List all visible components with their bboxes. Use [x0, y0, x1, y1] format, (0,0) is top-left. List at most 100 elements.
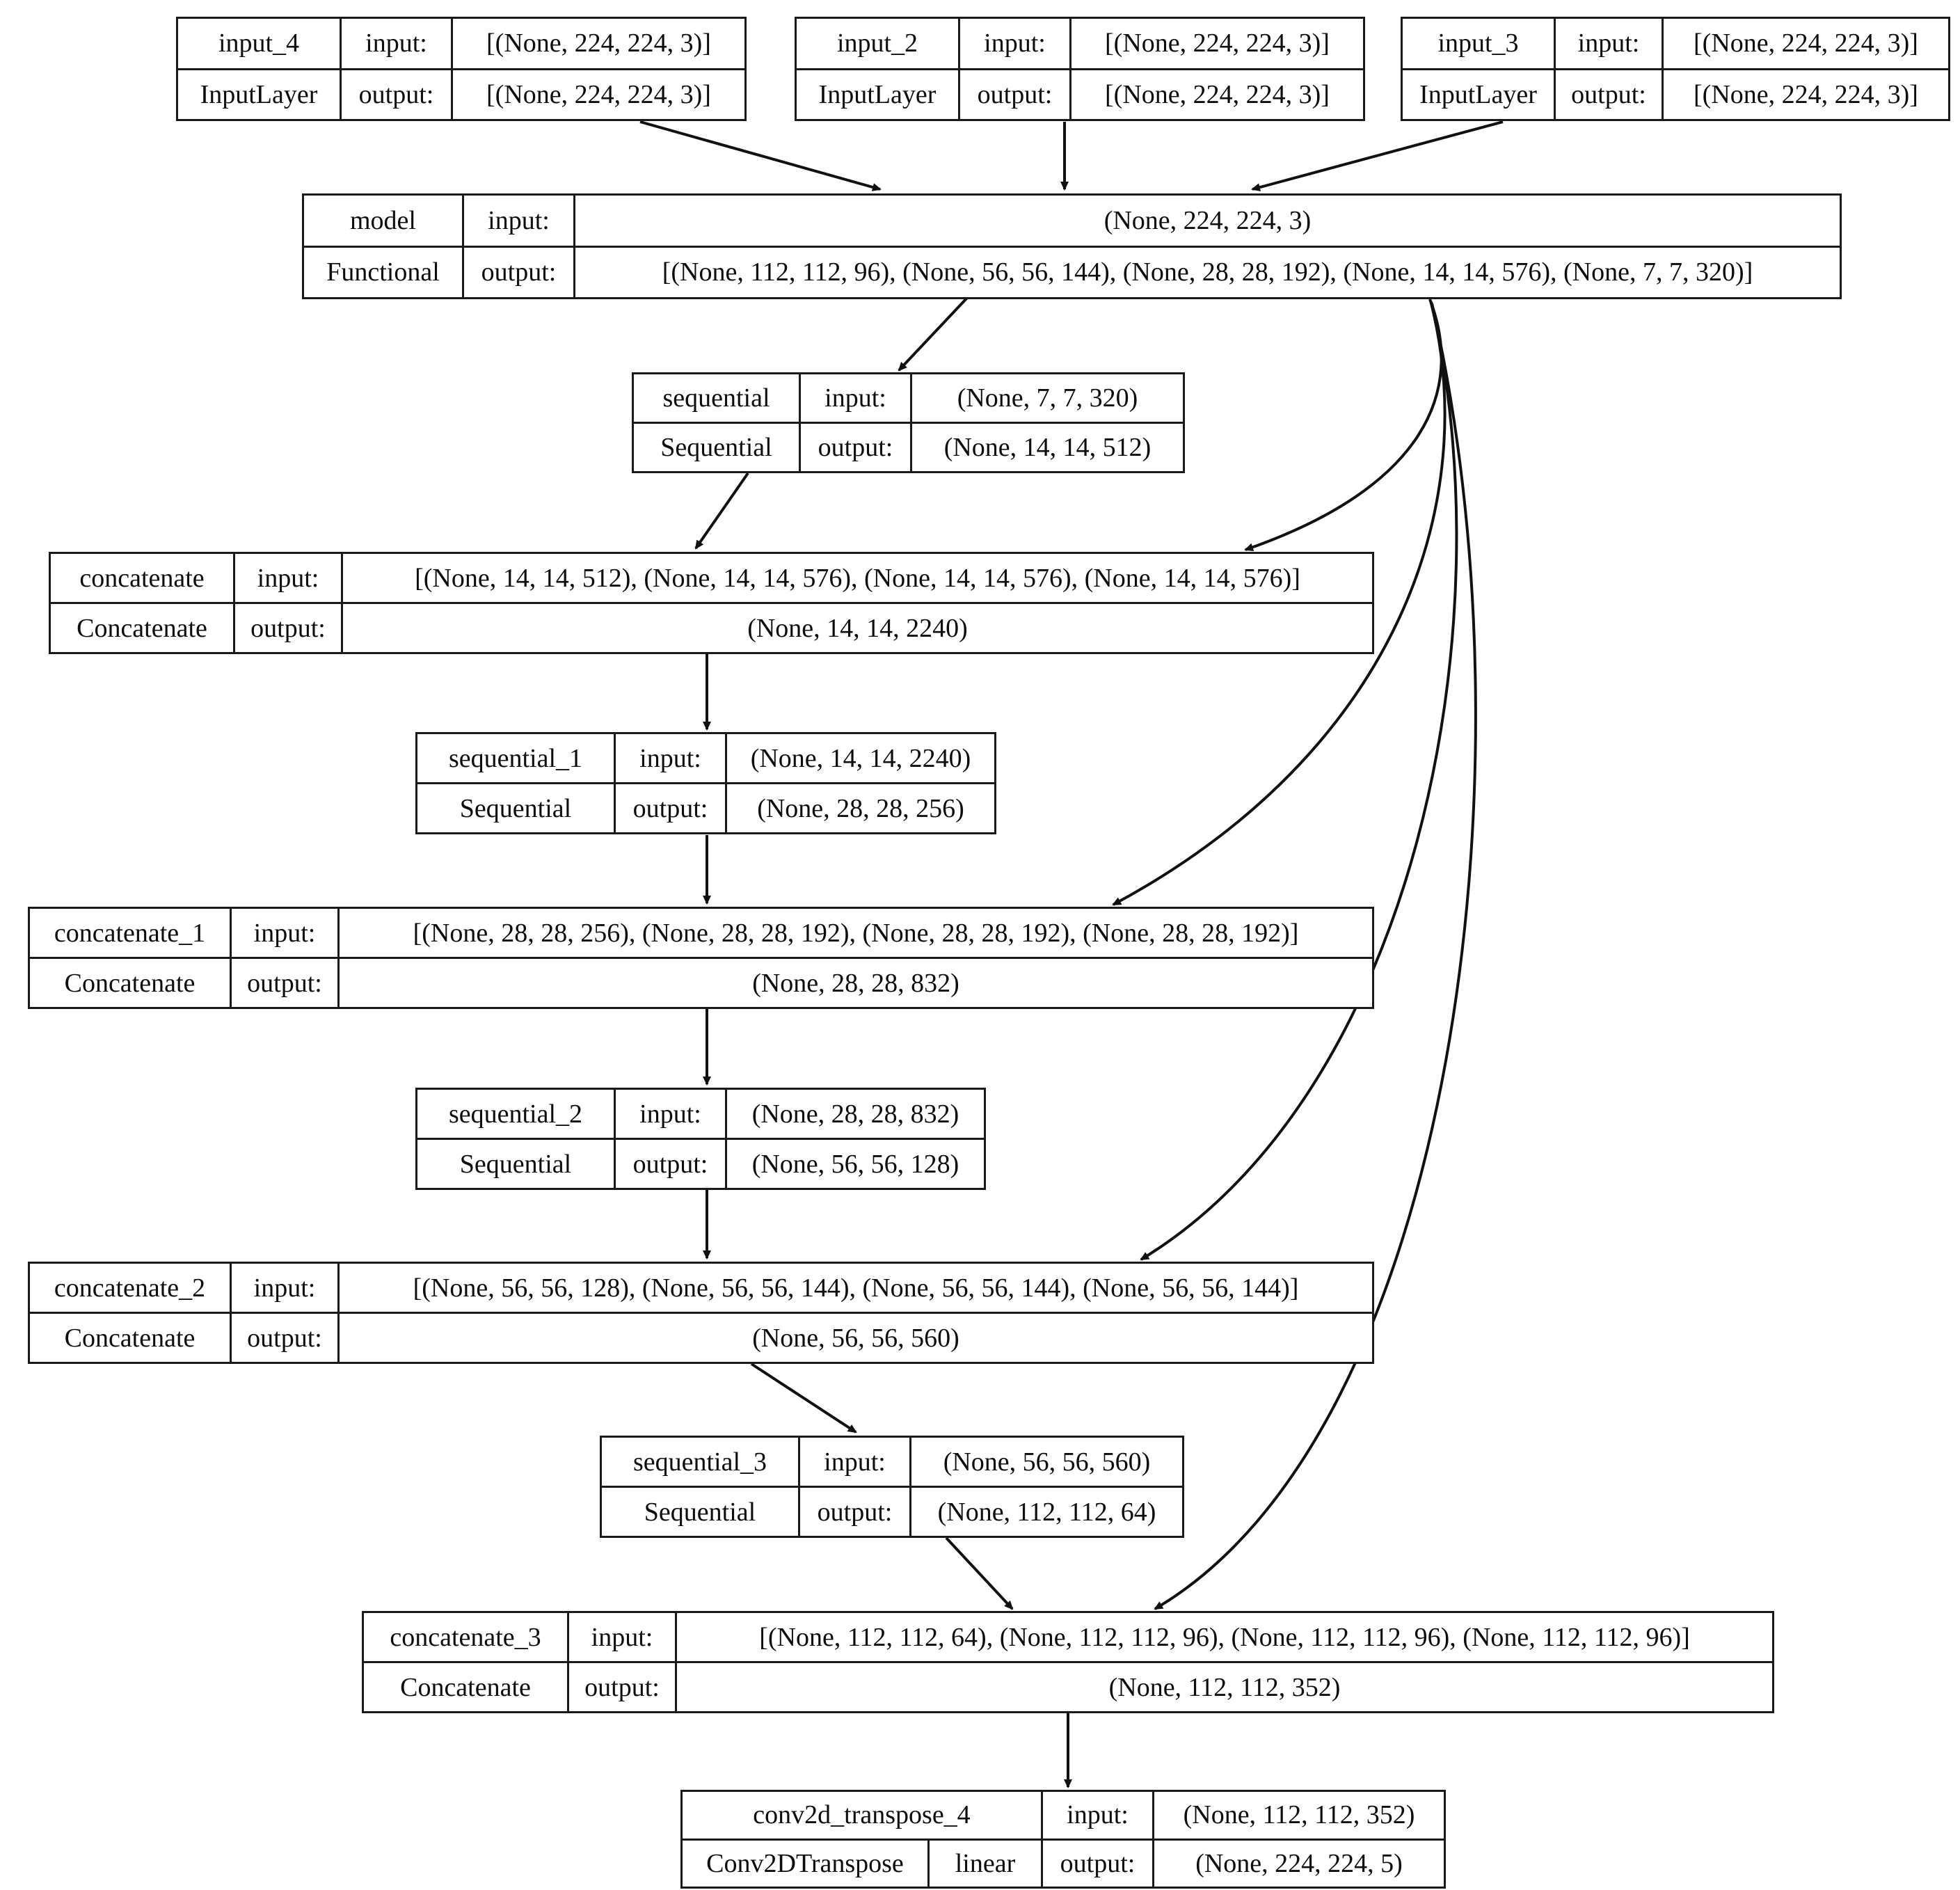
node-row-output: InputLayer output: [(None, 224, 224, 3)]: [1403, 70, 1948, 119]
layer-name: concatenate: [51, 554, 235, 602]
layer-name: input_4: [178, 19, 342, 68]
input-label: input:: [1556, 19, 1664, 68]
node-row-output: Sequential output: (None, 14, 14, 512): [634, 424, 1183, 471]
input-label: input:: [232, 1264, 340, 1312]
output-label: output:: [235, 604, 343, 652]
output-shape: (None, 28, 28, 832): [752, 968, 959, 998]
output-shape: [(None, 112, 112, 96), (None, 56, 56, 14…: [662, 257, 1753, 287]
output-label: output:: [801, 424, 912, 471]
output-label: output:: [616, 1140, 727, 1188]
output-label: output:: [464, 247, 575, 297]
node-input_2[interactable]: input_2 input: [(None, 224, 224, 3)] Inp…: [795, 17, 1365, 121]
layer-class: Sequential: [634, 424, 801, 471]
node-row-output: Conv2DTranspose linear output: (None, 22…: [683, 1840, 1444, 1887]
node-sequential_3[interactable]: sequential_3 input: (None, 56, 56, 560) …: [600, 1436, 1184, 1538]
node-row-output: Sequential output: (None, 28, 28, 256): [417, 784, 994, 832]
layer-name: conv2d_transpose_4: [683, 1792, 1043, 1839]
edge-sequential3-concat3: [945, 1536, 1014, 1610]
output-shape: [(None, 224, 224, 3)]: [486, 79, 711, 109]
node-row-output: Concatenate output: (None, 56, 56, 560): [30, 1314, 1372, 1362]
input-shape: (None, 112, 112, 352): [1183, 1800, 1415, 1830]
output-label: output:: [1043, 1840, 1154, 1887]
output-shape: (None, 56, 56, 560): [752, 1323, 959, 1353]
output-label: output:: [800, 1488, 911, 1536]
edge-sequential-concat: [694, 472, 749, 550]
input-shape: (None, 14, 14, 2240): [750, 743, 971, 773]
layer-class: Concatenate: [30, 959, 232, 1007]
input-shape: (None, 7, 7, 320): [957, 383, 1138, 413]
edge-concat2-sequential3: [750, 1363, 857, 1434]
layer-name: sequential_1: [417, 734, 616, 782]
layer-class: Functional: [304, 247, 464, 297]
layer-name: model: [304, 196, 464, 246]
layer-class: Concatenate: [51, 604, 235, 652]
node-row-input: concatenate_1 input: [(None, 28, 28, 256…: [30, 909, 1372, 959]
output-shape: [(None, 224, 224, 3)]: [1694, 79, 1918, 109]
input-shape: (None, 56, 56, 560): [943, 1447, 1151, 1477]
layer-class: Sequential: [417, 784, 616, 832]
input-shape: [(None, 112, 112, 64), (None, 112, 112, …: [759, 1622, 1690, 1652]
output-shape: (None, 28, 28, 256): [757, 793, 964, 823]
output-shape: (None, 14, 14, 512): [943, 433, 1152, 462]
layer-name: sequential: [634, 374, 801, 422]
node-row-input: model input: (None, 224, 224, 3): [304, 196, 1840, 248]
node-conv2d_transpose_4[interactable]: conv2d_transpose_4 input: (None, 112, 11…: [680, 1790, 1446, 1889]
input-label: input:: [232, 909, 340, 957]
input-label: input:: [569, 1613, 677, 1661]
input-label: input:: [464, 196, 575, 246]
node-row-input: sequential_1 input: (None, 14, 14, 2240): [417, 734, 994, 784]
layer-class: InputLayer: [797, 70, 960, 119]
node-row-output: InputLayer output: [(None, 224, 224, 3)]: [797, 70, 1363, 119]
output-label: output:: [232, 959, 340, 1007]
layer-class: Sequential: [602, 1488, 800, 1536]
node-row-input: concatenate_2 input: [(None, 56, 56, 128…: [30, 1264, 1372, 1314]
node-input_4[interactable]: input_4 input: [(None, 224, 224, 3)] Inp…: [176, 17, 747, 121]
node-concatenate_1[interactable]: concatenate_1 input: [(None, 28, 28, 256…: [28, 907, 1374, 1009]
node-row-input: input_2 input: [(None, 224, 224, 3)]: [797, 19, 1363, 70]
edge-model-concat-skip: [1244, 299, 1443, 552]
input-shape: [(None, 14, 14, 512), (None, 14, 14, 576…: [415, 563, 1300, 593]
node-sequential[interactable]: sequential input: (None, 7, 7, 320) Sequ…: [632, 372, 1185, 473]
node-row-input: concatenate input: [(None, 14, 14, 512),…: [51, 554, 1372, 604]
activation-label: linear: [930, 1840, 1043, 1887]
node-sequential_1[interactable]: sequential_1 input: (None, 14, 14, 2240)…: [415, 732, 996, 834]
node-row-input: concatenate_3 input: [(None, 112, 112, 6…: [364, 1613, 1772, 1663]
layer-name: concatenate_2: [30, 1264, 232, 1312]
output-label: output:: [616, 784, 727, 832]
input-shape: [(None, 224, 224, 3)]: [1694, 29, 1918, 58]
layer-class: Concatenate: [364, 1663, 569, 1711]
layer-class: Conv2DTranspose: [683, 1840, 930, 1887]
node-row-output: InputLayer output: [(None, 224, 224, 3)]: [178, 70, 744, 119]
node-row-output: Sequential output: (None, 56, 56, 128): [417, 1140, 984, 1188]
input-shape: [(None, 28, 28, 256), (None, 28, 28, 192…: [413, 918, 1299, 948]
node-concatenate_2[interactable]: concatenate_2 input: [(None, 56, 56, 128…: [28, 1262, 1374, 1364]
output-label: output:: [1556, 70, 1664, 119]
output-shape: (None, 14, 14, 2240): [747, 613, 968, 643]
node-row-output: Concatenate output: (None, 28, 28, 832): [30, 959, 1372, 1007]
node-input_3[interactable]: input_3 input: [(None, 224, 224, 3)] Inp…: [1401, 17, 1950, 121]
node-sequential_2[interactable]: sequential_2 input: (None, 28, 28, 832) …: [415, 1088, 986, 1190]
input-shape: (None, 224, 224, 3): [1104, 205, 1312, 235]
layer-name: sequential_2: [417, 1090, 616, 1138]
input-label: input:: [1043, 1792, 1154, 1839]
output-shape: (None, 224, 224, 5): [1195, 1848, 1403, 1878]
node-row-input: sequential_2 input: (None, 28, 28, 832): [417, 1090, 984, 1140]
layer-class: Sequential: [417, 1140, 616, 1188]
input-shape: [(None, 224, 224, 3)]: [486, 29, 711, 58]
layer-name: input_2: [797, 19, 960, 68]
output-shape: [(None, 224, 224, 3)]: [1105, 79, 1330, 109]
layer-class: Concatenate: [30, 1314, 232, 1362]
node-row-input: sequential input: (None, 7, 7, 320): [634, 374, 1183, 424]
output-shape: (None, 56, 56, 128): [751, 1149, 959, 1179]
node-concatenate_3[interactable]: concatenate_3 input: [(None, 112, 112, 6…: [362, 1611, 1774, 1713]
node-row-input: sequential_3 input: (None, 56, 56, 560): [602, 1438, 1182, 1488]
node-concatenate[interactable]: concatenate input: [(None, 14, 14, 512),…: [49, 552, 1374, 654]
input-label: input:: [616, 1090, 727, 1138]
edge-model-sequential: [898, 296, 969, 372]
output-label: output:: [342, 70, 453, 119]
node-model[interactable]: model input: (None, 224, 224, 3) Functio…: [302, 193, 1842, 299]
layer-name: sequential_3: [602, 1438, 800, 1486]
output-label: output:: [232, 1314, 340, 1362]
node-row-output: Concatenate output: (None, 112, 112, 352…: [364, 1663, 1772, 1711]
